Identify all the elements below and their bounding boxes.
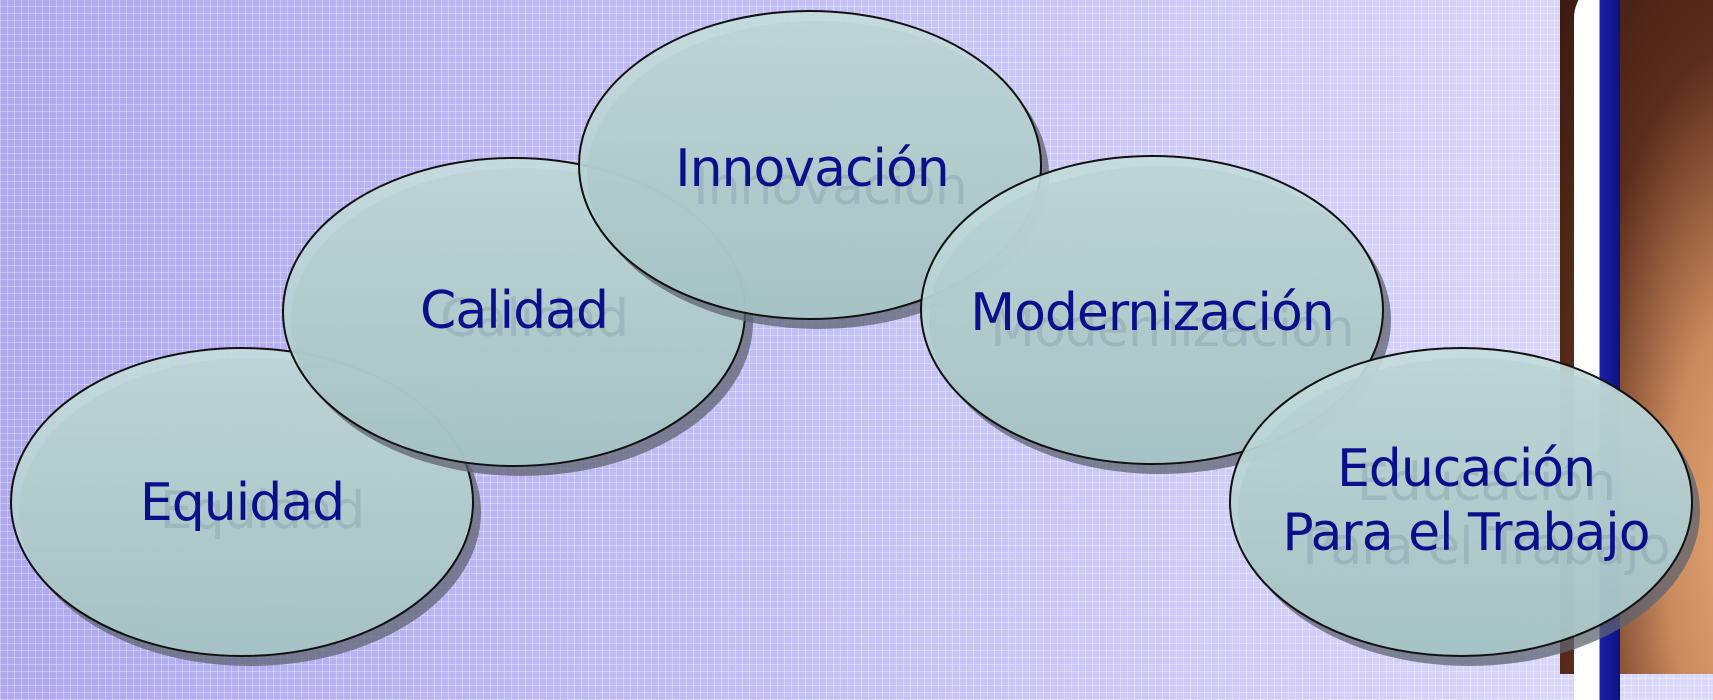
node-educacion-label-line1: Educación <box>1337 439 1595 499</box>
node-modernizacion-label: Modernización <box>970 283 1334 343</box>
node-educacion-ghost-line1: Educación <box>1357 453 1615 513</box>
node-modernizacion-ghost: Modernización <box>990 299 1354 359</box>
node-educacion-label-line2: Para el Trabajo <box>1282 503 1649 563</box>
node-equidad-ghost: Equidad <box>160 481 364 541</box>
node-modernizacion: Modernización Modernización <box>920 155 1391 474</box>
node-calidad-ghost: Calidad <box>440 289 628 349</box>
node-educacion-ghost-line2: Para el Trabajo <box>1302 517 1669 577</box>
node-equidad-label: Equidad <box>140 473 344 533</box>
node-calidad-label: Calidad <box>420 281 608 341</box>
node-innovacion-label: Innovación <box>675 139 949 199</box>
node-educacion-para-el-trabajo: Educación Para el Trabajo Educación Para… <box>1229 347 1700 666</box>
concept-diagram: Equidad Equidad Calidad Calidad Innovaci… <box>10 10 1700 666</box>
node-innovacion-ghost: Innovación <box>693 157 967 217</box>
node-innovacion: Innovación Innovación <box>578 10 1049 329</box>
